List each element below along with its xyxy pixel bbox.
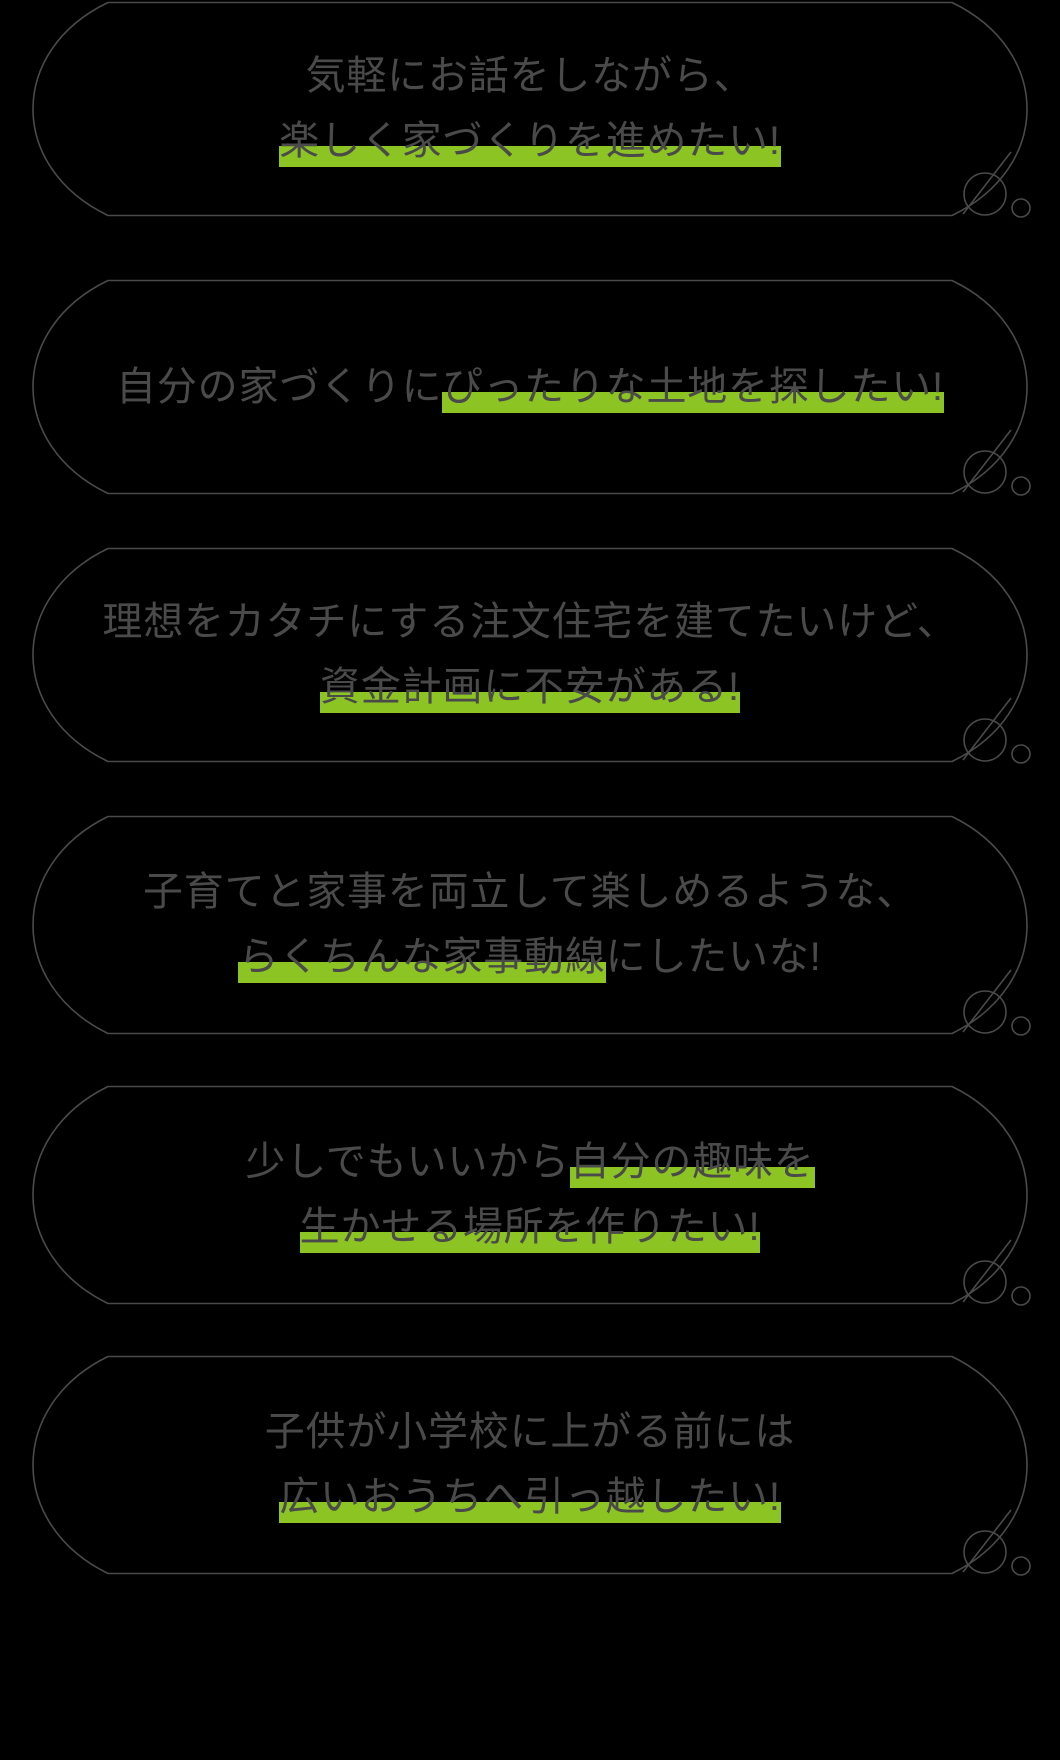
speech-bubble: 気軽にお話をしながら、楽しく家づくりを進めたい! [0, 0, 1060, 218]
plain-text: 子供が小学校に上がる前には [264, 1410, 796, 1455]
highlighted-text: ぴったりな土地を探したい! [442, 364, 944, 413]
bubble-content: 子育てと家事を両立して楽しめるような、らくちんな家事動線にしたいな! [0, 814, 1060, 1036]
bubble-content: 理想をカタチにする注文住宅を建てたいけど、資金計画に不安がある! [0, 546, 1060, 764]
bubble-content: 少しでもいいから自分の趣味を生かせる場所を作りたい! [0, 1084, 1060, 1306]
plain-text: 少しでもいいから [245, 1140, 570, 1185]
bubble-text-line: 気軽にお話をしながら、 [306, 44, 755, 109]
plain-text: にしたいな! [605, 935, 822, 979]
speech-bubble: 少しでもいいから自分の趣味を生かせる場所を作りたい! [0, 1084, 1060, 1306]
bubble-text-line: 子育てと家事を両立して楽しめるような、 [143, 860, 917, 925]
bubble-content: 気軽にお話をしながら、楽しく家づくりを進めたい! [0, 0, 1060, 218]
bubble-content: 子供が小学校に上がる前には広いおうちへ引っ越したい! [0, 1354, 1060, 1576]
highlighted-text: 広いおうちへ引っ越したい! [279, 1475, 781, 1523]
plain-text: 理想をカタチにする注文住宅を建てたいけど、 [102, 600, 958, 645]
bubble-text-line: らくちんな家事動線にしたいな! [238, 925, 821, 990]
bubble-text-line: 理想をカタチにする注文住宅を建てたいけど、 [102, 590, 957, 655]
speech-bubble: 子育てと家事を両立して楽しめるような、らくちんな家事動線にしたいな! [0, 814, 1060, 1036]
highlighted-text: 資金計画に不安がある! [320, 665, 740, 713]
highlighted-text: 生かせる場所を作りたい! [299, 1205, 761, 1253]
bubble-text-line: 少しでもいいから自分の趣味を [245, 1130, 815, 1195]
highlighted-text: 楽しく家づくりを進めたい! [279, 119, 781, 167]
highlighted-text: らくちんな家事動線 [238, 935, 606, 983]
plain-text: 子育てと家事を両立して楽しめるような、 [143, 870, 917, 915]
speech-bubble: 理想をカタチにする注文住宅を建てたいけど、資金計画に不安がある! [0, 546, 1060, 764]
plain-text: 自分の家づくりに [116, 364, 443, 409]
speech-bubble: 自分の家づくりにぴったりな土地を探したい! [0, 278, 1060, 496]
bubble-text-line: 子供が小学校に上がる前には [265, 1400, 795, 1465]
bubble-content: 自分の家づくりにぴったりな土地を探したい! [0, 278, 1060, 496]
bubble-text-line: 楽しく家づくりを進めたい! [279, 109, 781, 174]
bubble-text-line: 広いおうちへ引っ越したい! [279, 1465, 781, 1530]
highlighted-text: 自分の趣味を [569, 1140, 815, 1189]
plain-text: 気軽にお話をしながら、 [305, 54, 755, 99]
bubble-text-line: 自分の家づくりにぴったりな土地を探したい! [116, 355, 944, 420]
bubble-text-line: 資金計画に不安がある! [320, 655, 740, 720]
bubble-text-line: 生かせる場所を作りたい! [299, 1195, 761, 1260]
speech-bubble: 子供が小学校に上がる前には広いおうちへ引っ越したい! [0, 1354, 1060, 1576]
